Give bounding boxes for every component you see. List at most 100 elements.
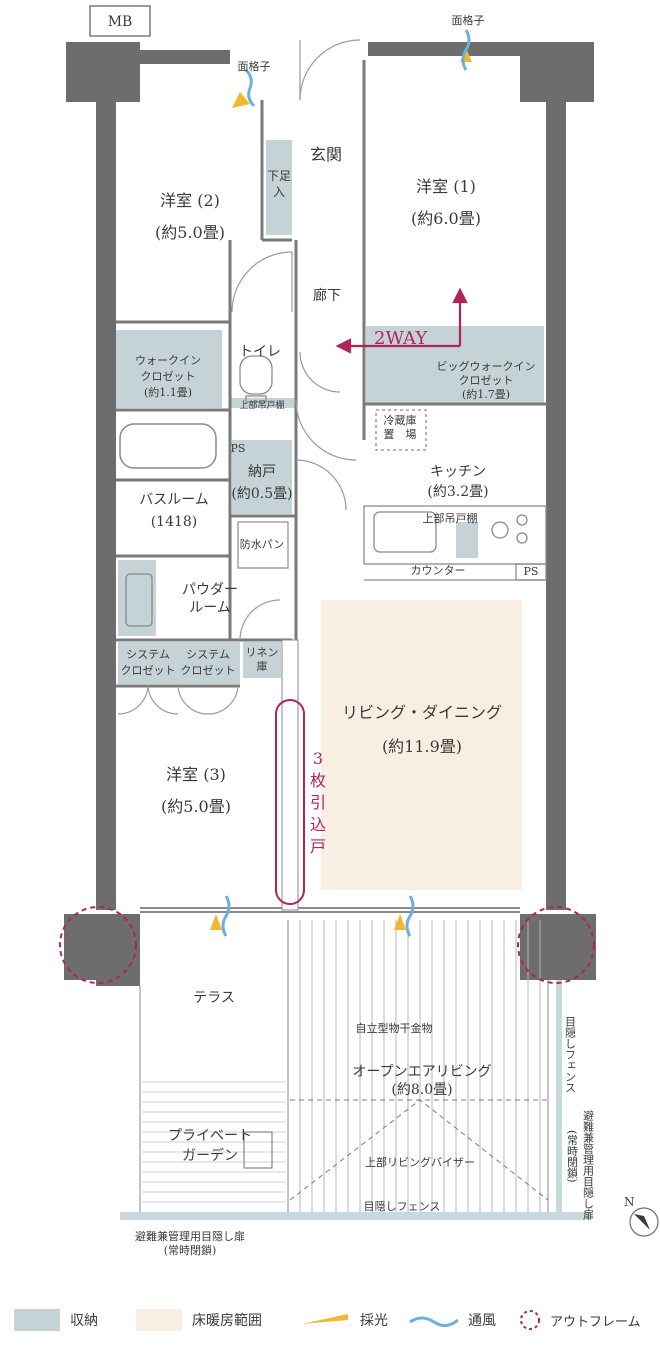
legend-outframe-icon: [520, 1310, 540, 1330]
room3-name: 洋室 (3): [166, 765, 226, 784]
legend-ventilation-label: 通風: [468, 1313, 496, 1329]
bottom-window-line: [140, 907, 520, 913]
powder-label-1: パウダー: [182, 582, 238, 598]
drain-grate: [243, 1131, 273, 1169]
bottom-fence-label: 目隠しフェンス: [364, 1200, 441, 1213]
pantry-size: (約0.5畳): [231, 486, 292, 502]
bathroom-size: (1418): [151, 514, 198, 530]
sys-closet-b-2: クロゼット: [181, 664, 236, 677]
lattice-top-label: 面格子: [452, 13, 485, 27]
upper-cabinet-toilet: 上部吊戸棚: [239, 399, 284, 411]
wic-label-2: クロゼット: [141, 370, 196, 383]
legend-daylight: 採光: [300, 1308, 388, 1332]
kitchen-fixtures: [363, 409, 547, 581]
open-air-size: (約8.0畳): [391, 1082, 452, 1098]
fridge-label-2: 置 場: [384, 428, 417, 441]
open-air-name: オープンエアリビング: [352, 1064, 491, 1080]
mb-box: [89, 5, 151, 37]
drying-rack-label: 自立型物干金物: [356, 1021, 433, 1035]
room2-size: (約5.0畳): [155, 223, 225, 242]
upper-cabinet-kitchen: 上部吊戸棚: [423, 511, 478, 525]
evac-door-right-1: 避難兼管理用目隠し扉: [582, 1109, 595, 1221]
living-name: リビング・ダイニング: [342, 703, 502, 722]
sys-closet-b-1: システム: [186, 648, 230, 661]
pantry-name: 納戸: [248, 464, 276, 480]
screen-fence-right: 目隠しフェンス: [564, 1016, 577, 1093]
north-label: N: [624, 1195, 635, 1209]
bottom-fence: [120, 1212, 590, 1220]
sys-closet-a-1: システム: [126, 648, 170, 661]
interior-walls: [116, 60, 546, 700]
legend-daylight-icon: [302, 1314, 348, 1324]
sliding-door-label-3: 引: [310, 793, 326, 812]
genkan-label: 玄関: [310, 145, 342, 164]
terrace-label: テラス: [193, 990, 235, 1006]
shoe-box-label-1: 下足: [267, 169, 291, 183]
wic-label-3: (約1.1畳): [144, 385, 192, 399]
linen-label-2: 庫: [257, 659, 268, 673]
wic-label-1: ウォークイン: [135, 354, 201, 367]
toilet-fixture: [239, 355, 273, 403]
corridor-label: 廊下: [313, 287, 341, 304]
legend-daylight-label: 採光: [360, 1313, 388, 1329]
sliding-door-label-2: 枚: [310, 771, 326, 790]
sliding-door-label-4: 込: [310, 815, 326, 834]
terrace-area: [139, 920, 549, 1220]
room1-size: (約6.0畳): [411, 209, 481, 228]
kitchen-name: キッチン: [430, 464, 486, 480]
counter-label: カウンター: [411, 564, 466, 577]
open-air-slats: [299, 920, 541, 1212]
legend: 収納 床暖房範囲 採光 通風 アウトフレーム: [0, 1300, 660, 1340]
sys-closet-a-2: クロゼット: [121, 664, 176, 677]
legend-storage-label: 収納: [70, 1313, 98, 1329]
lattice-left-label: 面格子: [238, 59, 271, 73]
fridge-label-1: 冷蔵庫: [384, 413, 417, 427]
room-labels: 面格子 面格子 玄関 下足 入 洋室 (2) (約5.0畳) 洋室 (1) (約…: [121, 13, 595, 1257]
storage-areas: [116, 140, 544, 684]
right-fence: [556, 980, 562, 1212]
linen-label-1: リネン: [246, 646, 279, 659]
living-size: (約11.9畳): [382, 737, 462, 756]
legend-floor-heating-label: 床暖房範囲: [192, 1313, 262, 1329]
two-way-arrows: [335, 287, 468, 354]
two-way-label: 2WAY: [374, 328, 428, 349]
private-garden-2: ガーデン: [182, 1147, 238, 1164]
room3-size: (約5.0畳): [161, 797, 231, 816]
waterproof-pan-grid: [237, 521, 289, 569]
private-garden-1: プライベート: [168, 1128, 252, 1144]
evac-door-bottom: 避難兼管理用目隠し扉: [135, 1229, 245, 1243]
mb-label: MB: [108, 14, 133, 30]
bathtub: [119, 423, 217, 469]
legend-floor-heating: 床暖房範囲: [136, 1308, 262, 1332]
legend-outframe: アウトフレーム: [518, 1308, 641, 1332]
washbasin: [125, 573, 153, 627]
sliding-door-frame: [281, 639, 299, 911]
waterproof-pan-label: 防水パン: [240, 537, 285, 551]
evac-door-right-2: (常時閉鎖): [566, 1130, 579, 1183]
legend-storage: 収納: [14, 1308, 98, 1332]
kitchen-size: (約3.2畳): [427, 484, 488, 500]
big-wic-label-2: クロゼット: [459, 374, 514, 387]
legend-ventilation: 通風: [408, 1308, 496, 1332]
big-wic-label-1: ビッグウォークイン: [437, 359, 536, 373]
room1-name: 洋室 (1): [416, 177, 476, 196]
legend-storage-swatch: [14, 1309, 60, 1331]
legend-ventilation-icon: [409, 1316, 458, 1327]
sliding-door-label-1: 3: [313, 749, 323, 768]
walls: [64, 42, 596, 986]
toilet-label: トイレ: [239, 344, 281, 360]
visor-outline: [289, 1099, 549, 1201]
outframe-markers: [59, 906, 595, 984]
evac-door-bottom-note: (常時閉鎖): [164, 1243, 217, 1257]
ventilation-markers: [221, 29, 471, 937]
north-compass: N: [624, 1195, 659, 1237]
floor-heating-area: [321, 600, 522, 890]
doors: [117, 39, 361, 715]
room2-name: 洋室 (2): [160, 191, 220, 210]
shoe-box-label-2: 入: [273, 185, 285, 199]
big-wic-label-3: (約1.7畳): [462, 387, 510, 401]
ps-label: PS: [231, 442, 246, 455]
ps2-label: PS: [524, 565, 539, 578]
sliding-door-label-5: 戸: [310, 837, 326, 856]
